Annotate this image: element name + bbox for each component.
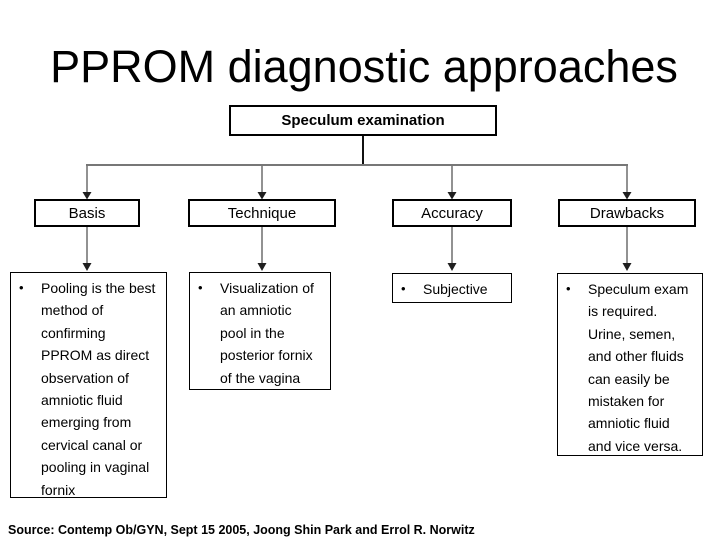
bullet-item: • Subjective [401,278,488,300]
content-box-accuracy: • Subjective [392,273,512,303]
header-label-accuracy: Accuracy [421,204,483,222]
root-box-speculum-examination: Speculum examination [229,105,497,136]
bullet-text-technique: Visualization of an amniotic pool in the… [220,280,314,386]
content-box-drawbacks: • Speculum exam is required. Urine, seme… [557,273,703,456]
arrowhead-drawbacks-bottom [622,263,632,271]
header-box-technique: Technique [188,199,336,227]
bullet-marker: • [566,281,571,296]
bullet-marker: • [19,280,24,295]
source-citation: Source: Contemp Ob/GYN, Sept 15 2005, Jo… [8,523,475,537]
header-label-drawbacks: Drawbacks [589,204,665,222]
arrowhead-accuracy-bottom [447,263,457,271]
bullet-marker: • [401,281,406,296]
header-box-drawbacks: Drawbacks [558,199,696,227]
bullet-item: • Speculum exam is required. Urine, seme… [566,278,688,457]
root-box-label: Speculum examination [281,112,445,129]
header-box-basis: Basis [34,199,140,227]
bullet-marker: • [198,280,203,295]
bullet-text-drawbacks: Speculum exam is required. Urine, semen,… [588,281,689,454]
content-box-basis: • Pooling is the best method of confirmi… [10,272,167,498]
bullet-text-basis: Pooling is the best method of confirming… [41,280,156,498]
header-label-basis: Basis [68,204,106,222]
arrowhead-technique-bottom [257,263,267,271]
bullet-text-accuracy: Subjective [423,281,488,297]
header-box-accuracy: Accuracy [392,199,512,227]
bullet-item: • Visualization of an amniotic pool in t… [198,277,314,389]
bullet-item: • Pooling is the best method of confirmi… [19,277,155,501]
slide-title: PPROM diagnostic approaches [50,41,678,92]
arrowhead-basis-bottom [82,263,92,271]
header-label-technique: Technique [227,204,297,222]
content-box-technique: • Visualization of an amniotic pool in t… [189,272,331,390]
